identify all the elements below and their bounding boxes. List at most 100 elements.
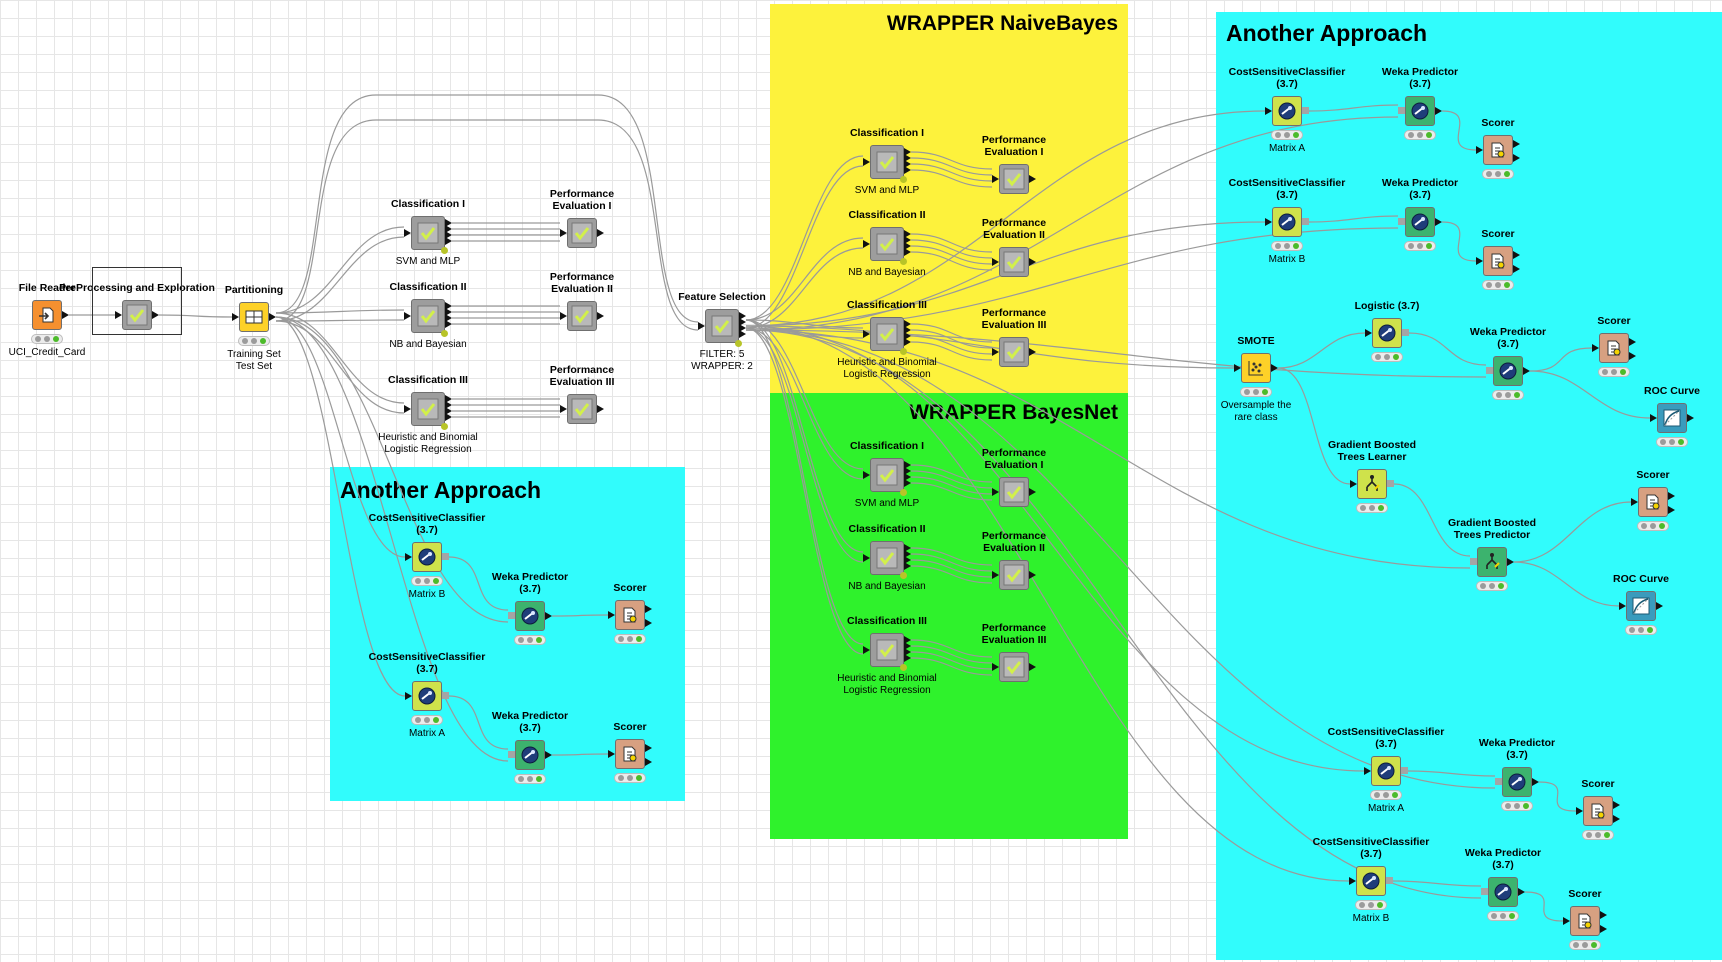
connection-wire[interactable] bbox=[1513, 501, 1632, 563]
output-port[interactable] bbox=[269, 313, 276, 321]
output-port[interactable] bbox=[904, 236, 911, 244]
node-label[interactable]: Scorer bbox=[1581, 778, 1615, 790]
output-port[interactable] bbox=[904, 550, 911, 558]
connection-wire[interactable] bbox=[1513, 561, 1620, 607]
smote-node-icon-box[interactable] bbox=[1241, 353, 1271, 383]
output-port[interactable] bbox=[904, 562, 911, 570]
input-port[interactable] bbox=[405, 553, 412, 561]
connection-wire[interactable] bbox=[745, 325, 1365, 772]
meta-node-icon-box[interactable] bbox=[411, 299, 445, 333]
node-label[interactable]: Weka Predictor (3.7) bbox=[491, 710, 569, 734]
input-port[interactable] bbox=[1365, 329, 1372, 337]
learner-node-icon-box[interactable] bbox=[412, 542, 442, 572]
node-label[interactable]: Weka Predictor (3.7) bbox=[1469, 326, 1547, 350]
meta-node-icon-box[interactable] bbox=[870, 458, 904, 492]
input-port[interactable] bbox=[560, 229, 567, 237]
connection-wire[interactable] bbox=[1441, 221, 1477, 262]
meta-node-icon-box[interactable] bbox=[705, 309, 739, 343]
node-annotation[interactable]: Matrix B bbox=[1352, 913, 1390, 924]
output-port[interactable] bbox=[904, 556, 911, 564]
input-port[interactable] bbox=[863, 158, 870, 166]
output-port[interactable] bbox=[1600, 925, 1607, 933]
output-port[interactable] bbox=[1029, 258, 1036, 266]
output-port[interactable] bbox=[1668, 506, 1675, 514]
node-label[interactable]: Performance Evaluation I bbox=[981, 447, 1047, 471]
connection-wire[interactable] bbox=[745, 116, 1399, 331]
output-port[interactable] bbox=[1302, 107, 1309, 114]
output-port[interactable] bbox=[445, 407, 452, 415]
output-port[interactable] bbox=[1687, 414, 1694, 422]
connection-wire[interactable] bbox=[275, 316, 509, 623]
input-port[interactable] bbox=[863, 330, 870, 338]
input-port[interactable] bbox=[1650, 414, 1657, 422]
connection-wire[interactable] bbox=[745, 237, 864, 321]
connection-wire[interactable] bbox=[1393, 483, 1471, 557]
connection-wire[interactable] bbox=[1538, 781, 1577, 812]
connection-wire[interactable] bbox=[275, 94, 699, 323]
node-label[interactable]: Scorer bbox=[613, 582, 647, 594]
input-port[interactable] bbox=[115, 311, 122, 319]
node-label[interactable]: Classification II bbox=[848, 523, 926, 535]
node-label[interactable]: CostSensitiveClassifier (3.7) bbox=[368, 651, 486, 675]
flow-variable-port[interactable] bbox=[900, 664, 907, 671]
node-annotation[interactable]: Heuristic and Binomial Logistic Regressi… bbox=[837, 673, 937, 696]
connection-wire[interactable] bbox=[1408, 332, 1487, 366]
output-port[interactable] bbox=[1271, 364, 1278, 372]
node-label[interactable]: PreProcessing and Exploration bbox=[59, 282, 215, 294]
connection-wire[interactable] bbox=[1524, 891, 1564, 922]
output-port[interactable] bbox=[904, 320, 911, 328]
predictor-node-icon-box[interactable] bbox=[1405, 207, 1435, 237]
output-port[interactable] bbox=[1513, 265, 1520, 273]
input-port[interactable] bbox=[232, 313, 239, 321]
connection-wire[interactable] bbox=[1529, 347, 1593, 372]
node-annotation[interactable]: SVM and MLP bbox=[395, 256, 461, 267]
input-port[interactable] bbox=[1576, 807, 1583, 815]
output-port[interactable] bbox=[445, 302, 452, 310]
output-port[interactable] bbox=[904, 654, 911, 662]
meta-node-icon-box[interactable] bbox=[999, 560, 1029, 590]
output-port[interactable] bbox=[739, 312, 746, 320]
node-annotation[interactable]: Matrix A bbox=[1367, 803, 1405, 814]
node-annotation[interactable]: NB and Bayesian bbox=[848, 581, 926, 592]
output-port[interactable] bbox=[904, 544, 911, 552]
output-port[interactable] bbox=[1387, 480, 1394, 487]
connection-wire[interactable] bbox=[910, 657, 993, 676]
connection-wire[interactable] bbox=[910, 245, 993, 265]
connection-wire[interactable] bbox=[1308, 104, 1399, 112]
input-port[interactable] bbox=[560, 312, 567, 320]
node-label[interactable]: CostSensitiveClassifier (3.7) bbox=[1228, 66, 1346, 90]
output-port[interactable] bbox=[152, 311, 159, 319]
output-port[interactable] bbox=[1435, 107, 1442, 115]
node-label[interactable]: Weka Predictor (3.7) bbox=[491, 571, 569, 595]
node-label[interactable]: Classification II bbox=[389, 281, 467, 293]
node-annotation[interactable]: Training Set Test Set bbox=[227, 349, 281, 372]
output-port[interactable] bbox=[904, 636, 911, 644]
flow-variable-port[interactable] bbox=[441, 247, 448, 254]
output-port[interactable] bbox=[1435, 218, 1442, 226]
connection-wire[interactable] bbox=[275, 316, 406, 558]
output-port[interactable] bbox=[445, 219, 452, 227]
scorer-node-icon-box[interactable] bbox=[615, 600, 645, 630]
node-label[interactable]: Classification II bbox=[848, 209, 926, 221]
node-label[interactable]: SMOTE bbox=[1237, 335, 1275, 347]
connection-wire[interactable] bbox=[275, 236, 405, 322]
input-port[interactable] bbox=[508, 612, 515, 619]
meta-node-icon-box[interactable] bbox=[870, 633, 904, 667]
connection-wire[interactable] bbox=[1308, 215, 1399, 223]
connection-wire[interactable] bbox=[1277, 367, 1351, 485]
node-label[interactable]: Performance Evaluation II bbox=[981, 530, 1047, 554]
input-port[interactable] bbox=[1364, 767, 1371, 775]
output-port[interactable] bbox=[904, 461, 911, 469]
output-port[interactable] bbox=[442, 553, 449, 560]
output-port[interactable] bbox=[739, 318, 746, 326]
connection-wire[interactable] bbox=[910, 239, 993, 259]
node-label[interactable]: Scorer bbox=[613, 721, 647, 733]
node-label[interactable]: Weka Predictor (3.7) bbox=[1381, 66, 1459, 90]
meta-node-icon-box[interactable] bbox=[567, 394, 597, 424]
flow-variable-port[interactable] bbox=[441, 330, 448, 337]
output-port[interactable] bbox=[645, 605, 652, 613]
input-port[interactable] bbox=[863, 471, 870, 479]
connection-wire[interactable] bbox=[910, 151, 993, 170]
node-label[interactable]: Classification I bbox=[849, 440, 925, 452]
